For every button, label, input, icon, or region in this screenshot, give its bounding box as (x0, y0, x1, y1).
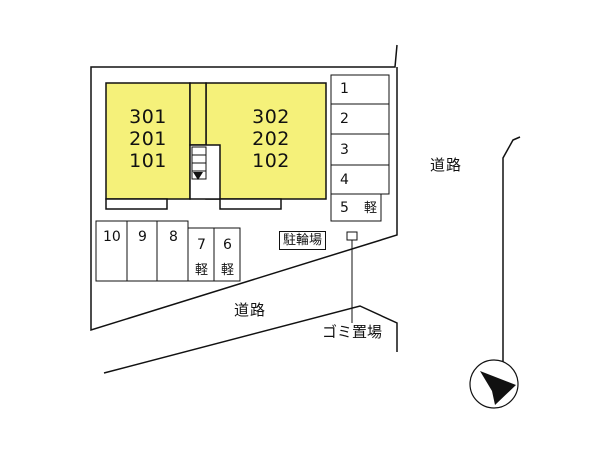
unit-301: 301 (129, 106, 167, 128)
parking-slot-9: 9 (138, 229, 147, 245)
road-lower-edge (103, 305, 398, 374)
balcony-left (105, 198, 168, 210)
unit-201: 201 (129, 128, 167, 150)
road-bottom-label: 道路 (234, 301, 267, 319)
unit-101: 101 (129, 150, 167, 172)
building-right-units: 302 202 102 (247, 106, 295, 172)
parking-bottom-row (95, 220, 241, 282)
building-right (205, 82, 327, 200)
parking-slot-4: 4 (340, 172, 349, 188)
parking-slot-7-kei: 軽 (195, 263, 209, 278)
building-connector (189, 82, 207, 146)
building-left (105, 82, 191, 200)
parking-slot-3: 3 (340, 142, 349, 158)
stair-arrow-icon (193, 172, 203, 180)
parking-slot-5: 5 (340, 200, 349, 216)
parking-slot-6: 6 (223, 237, 232, 253)
parking-right-column (330, 74, 390, 222)
balcony-right (219, 198, 282, 210)
parking-slot-6-kei: 軽 (221, 263, 235, 278)
road-right-label: 道路 (430, 156, 463, 174)
north-arrow-icon (469, 359, 519, 409)
garbage-area-label: ゴミ置場 (322, 323, 383, 341)
unit-102: 102 (252, 150, 290, 172)
site-boundary (90, 44, 398, 332)
garbage-area-marker (346, 231, 358, 241)
parking-slot-2: 2 (340, 111, 349, 127)
parking-slot-5-kei: 軽 (364, 201, 378, 216)
parking-slot-8: 8 (169, 229, 178, 245)
parking-slot-7: 7 (197, 237, 206, 253)
bicycle-parking-label: 駐輪場 (279, 231, 327, 250)
unit-302: 302 (252, 106, 290, 128)
unit-202: 202 (252, 128, 290, 150)
building-left-units: 301 201 101 (127, 106, 169, 172)
parking-slot-10: 10 (103, 229, 121, 245)
road-right-edge (502, 136, 521, 378)
parking-slot-1: 1 (340, 81, 349, 97)
